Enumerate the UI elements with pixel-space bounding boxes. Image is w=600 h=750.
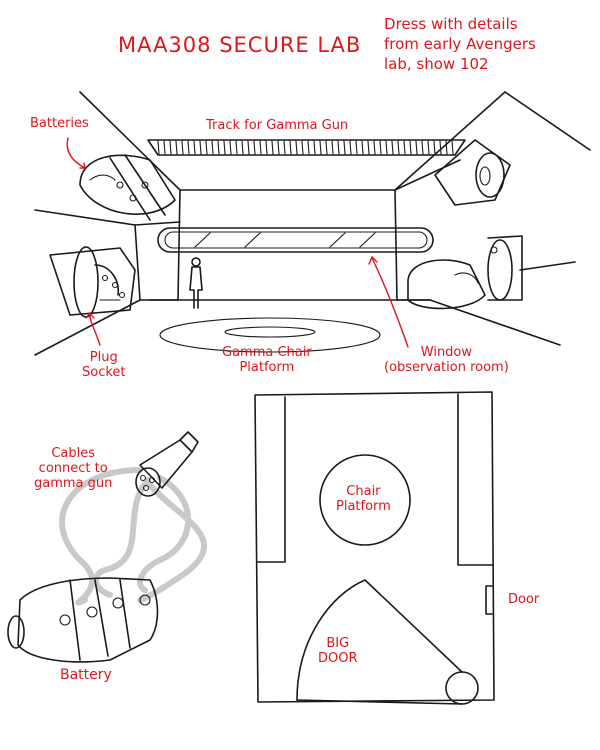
- label-batteries: Batteries: [30, 116, 89, 131]
- plug-socket-left: [50, 247, 135, 317]
- big-door-pivot: [446, 672, 478, 704]
- label-battery: Battery: [60, 668, 112, 683]
- leader-batteries: [67, 138, 85, 168]
- label-door: Door: [508, 592, 539, 607]
- wall-device-right: [408, 236, 522, 308]
- observation-window: [158, 228, 433, 252]
- label-cables: Cables connect to gamma gun: [34, 446, 112, 491]
- page-title: MAA308 SECURE LAB: [118, 38, 361, 53]
- floor-plan: [255, 392, 494, 704]
- label-plug-socket: Plug Socket: [82, 350, 126, 380]
- ceiling-battery-left: [80, 155, 175, 220]
- label-gamma-chair-platform: Gamma Chair Platform: [222, 345, 312, 375]
- label-window: Window (observation room): [384, 345, 509, 375]
- gamma-gun-track: [148, 140, 465, 155]
- door-marker: [486, 586, 492, 614]
- label-chair-platform: Chair Platform: [336, 484, 391, 514]
- label-big-door: BIG DOOR: [318, 636, 358, 666]
- dress-note: Dress with details from early Avengers l…: [384, 14, 536, 74]
- leader-plug-socket: [90, 315, 100, 345]
- leader-window: [372, 258, 408, 347]
- annotation-leaders: [67, 138, 408, 347]
- label-track: Track for Gamma Gun: [206, 118, 348, 133]
